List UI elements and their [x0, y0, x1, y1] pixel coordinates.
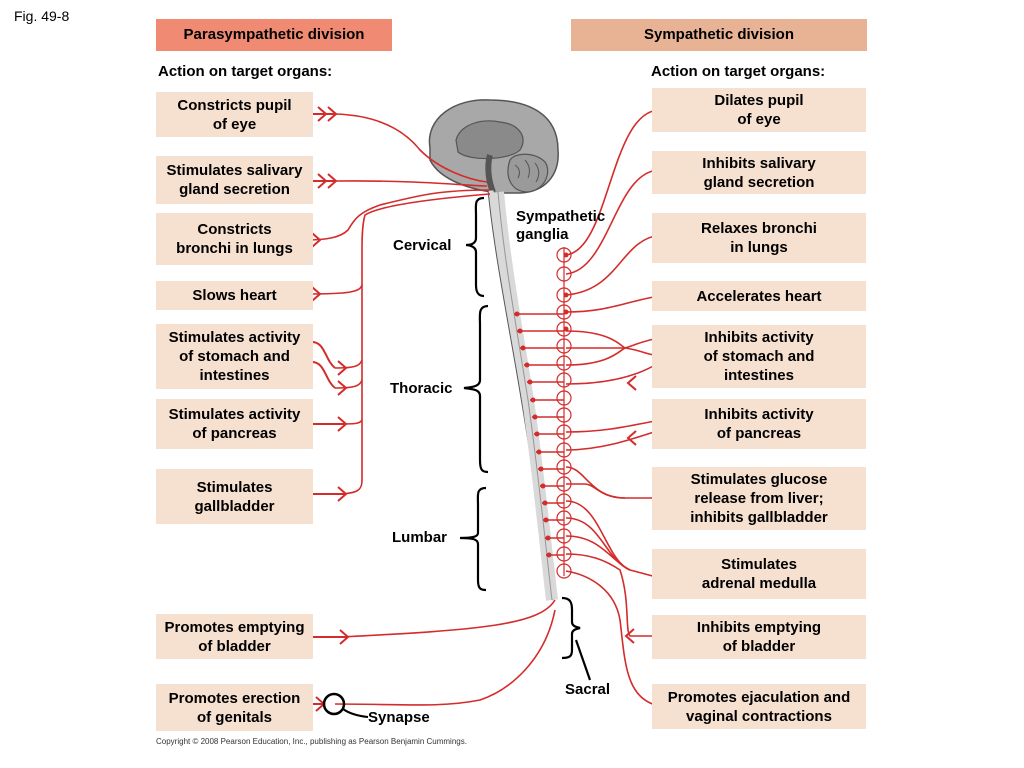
- spinal-cord: [487, 189, 558, 601]
- left-subheading: Action on target organs:: [158, 63, 333, 80]
- sympathetic-ganglia-label: Sympathetic ganglia: [516, 208, 606, 243]
- thoracic-label: Thoracic: [390, 380, 453, 397]
- right-subheading: Action on target organs:: [651, 63, 826, 80]
- para-action-pancreas: Stimulates activity of pancreas: [156, 399, 313, 449]
- para-action-bladder: Promotes emptying of bladder: [156, 614, 313, 659]
- figure-label: Fig. 49-8: [14, 8, 70, 24]
- synapse-pointer: [342, 708, 369, 718]
- sympathetic-ganglia-chain: [556, 247, 572, 579]
- sacral-label: Sacral: [565, 681, 611, 698]
- synapse-label: Synapse: [368, 709, 430, 726]
- para-action-heart: Slows heart: [156, 281, 313, 310]
- sym-action-adrenal: Stimulates adrenal medulla: [652, 549, 866, 599]
- para-action-salivary: Stimulates salivary gland secretion: [156, 156, 313, 204]
- brain-illustration: [428, 99, 559, 194]
- cervical-label: Cervical: [393, 237, 452, 254]
- para-action-pupil: Constricts pupil of eye: [156, 92, 313, 137]
- parasympathetic-header: Parasympathetic division: [156, 19, 392, 51]
- parasympathetic-endpoints: [301, 106, 350, 712]
- region-brackets: [459, 196, 592, 681]
- sym-action-liver: Stimulates glucose release from liver; i…: [652, 467, 866, 530]
- lumbar-label: Lumbar: [392, 529, 448, 546]
- sym-action-salivary: Inhibits salivary gland secretion: [652, 151, 866, 194]
- sym-action-ejaculation: Promotes ejaculation and vaginal contrac…: [652, 684, 866, 729]
- synapse-highlight: [322, 692, 346, 716]
- para-action-genitals: Promotes erection of genitals: [156, 684, 313, 731]
- para-action-stomach: Stimulates activity of stomach and intes…: [156, 324, 313, 389]
- sym-action-heart: Accelerates heart: [652, 281, 866, 311]
- sym-action-pupil: Dilates pupil of eye: [652, 88, 866, 132]
- sym-action-bladder: Inhibits emptying of bladder: [652, 615, 866, 659]
- para-action-bronchi: Constricts bronchi in lungs: [156, 213, 313, 265]
- sym-action-stomach: Inhibits activity of stomach and intesti…: [652, 325, 866, 388]
- parasympathetic-fibers: [304, 113, 556, 706]
- sym-action-bronchi: Relaxes bronchi in lungs: [652, 213, 866, 263]
- sym-action-pancreas: Inhibits activity of pancreas: [652, 399, 866, 449]
- para-action-gallbladder: Stimulates gallbladder: [156, 469, 313, 524]
- sympathetic-postganglionic-fibers: [565, 109, 661, 707]
- copyright-notice: Copyright © 2008 Pearson Education, Inc.…: [156, 737, 467, 746]
- sympathetic-header: Sympathetic division: [571, 19, 867, 51]
